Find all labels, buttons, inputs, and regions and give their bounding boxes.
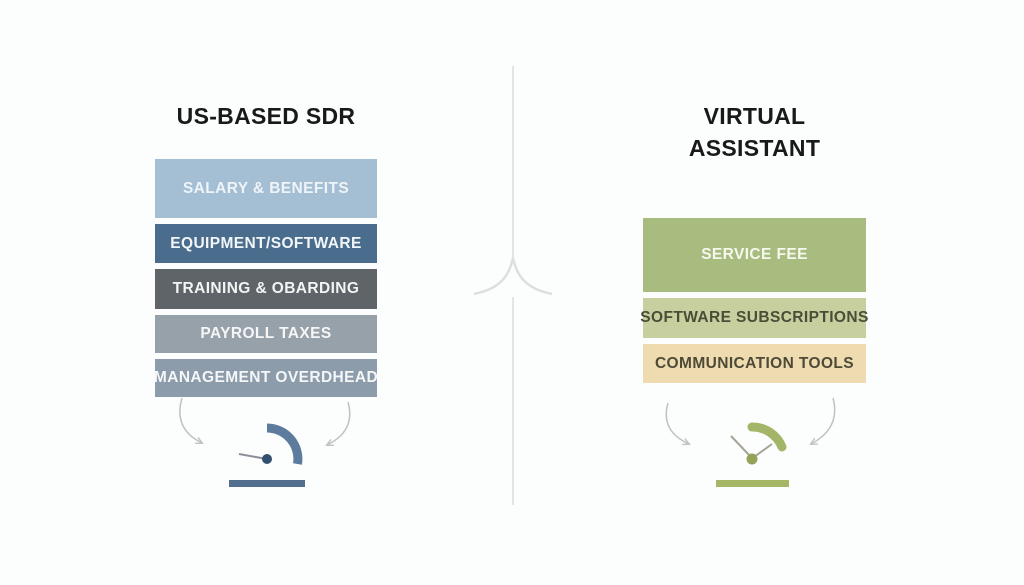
speedometer-needle [238, 453, 265, 460]
speedometer-needle-left [730, 435, 751, 457]
virtual-assistant-cost-stack: SERVICE FEE SOFTWARE SUBSCRIPTIONS COMMU… [640, 218, 869, 383]
cost-bar-communication-tools: COMMUNICATION TOOLS [643, 344, 866, 383]
cost-bar-payroll-taxes: PAYROLL TAXES [155, 315, 377, 353]
cost-bar-service-fee: SERVICE FEE [643, 218, 866, 292]
cost-bar-software-subscriptions: SOFTWARE SUBSCRIPTIONS [640, 298, 869, 338]
cost-bar-salary-benefits: SALARY & BENEFITS [155, 159, 377, 218]
left-gauge-arrow-right-icon [325, 401, 351, 447]
bar-label: PAYROLL TAXES [200, 325, 332, 342]
cost-bar-equipment-software: EQUIPMENT/SOFTWARE [155, 224, 377, 263]
right-gauge-arrow-left-icon [665, 402, 691, 446]
left-gauge-arrow-left-icon [179, 397, 204, 445]
right-column-title: VIRTUAL ASSISTANT [688, 103, 821, 161]
bar-label: EQUIPMENT/SOFTWARE [170, 234, 362, 252]
bar-label: SOFTWARE SUBSCRIPTIONS [640, 309, 869, 326]
us-sdr-cost-stack: SALARY & BENEFITS EQUIPMENT/SOFTWARE TRA… [153, 159, 379, 397]
speedometer-arc [747, 422, 787, 452]
bar-label: MANAGEMENT OVERDHEAD [153, 369, 379, 386]
bar-label: SERVICE FEE [701, 246, 808, 263]
cost-bar-training-onboarding: TRAINING & OBARDING [155, 269, 377, 309]
center-divider [473, 66, 553, 505]
speedometer-needle-right [753, 443, 773, 458]
divider-flourish [473, 257, 553, 296]
speedometer-hub [746, 453, 758, 465]
right-gauge-arrow-right-icon [809, 397, 836, 445]
speedometer-arc [266, 423, 303, 465]
speedometer-base-bar [229, 480, 305, 487]
bar-label: COMMUNICATION TOOLS [654, 354, 855, 372]
bar-label: TRAINING & OBARDING [172, 280, 360, 297]
right-speedometer-icon [716, 422, 789, 487]
left-speedometer-icon [229, 423, 305, 487]
left-column-title: US-BASED SDR [176, 103, 356, 129]
cost-bar-management-overhead: MANAGEMENT OVERDHEAD [153, 359, 379, 397]
speedometer-hub [262, 454, 272, 464]
bar-label: SALARY & BENEFITS [182, 179, 350, 197]
speedometer-base-bar [716, 480, 789, 487]
